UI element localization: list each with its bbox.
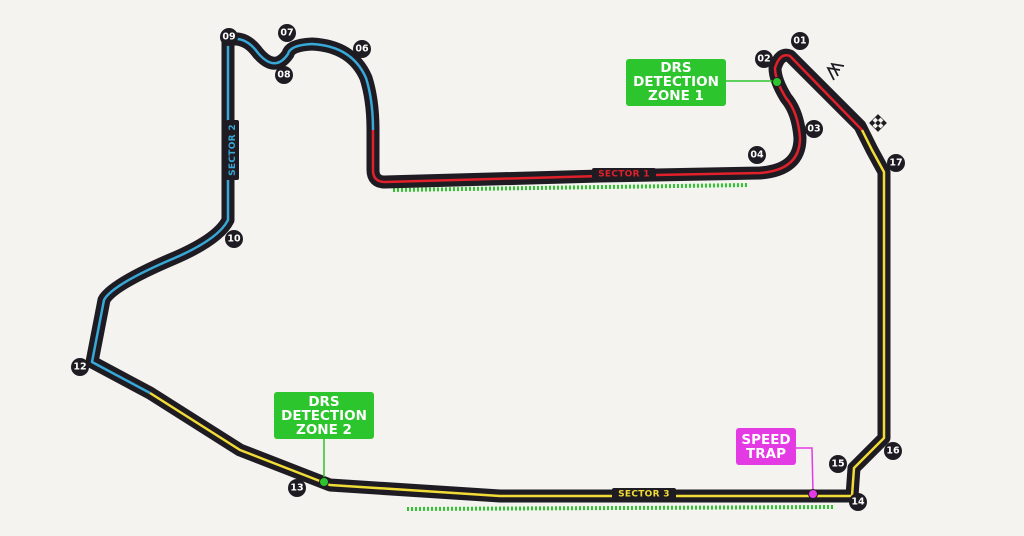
direction-chevrons-icon	[826, 62, 845, 81]
svg-text:12: 12	[73, 362, 86, 373]
svg-text:ZONE 1: ZONE 1	[648, 88, 704, 104]
turn-06-marker: 06	[353, 40, 371, 58]
svg-text:07: 07	[280, 28, 293, 39]
svg-text:02: 02	[757, 54, 770, 65]
chequered-flag-icon	[869, 114, 887, 132]
turn-12-marker: 12	[71, 358, 89, 376]
svg-text:03: 03	[807, 124, 820, 135]
svg-text:ZONE 2: ZONE 2	[296, 422, 352, 438]
svg-text:17: 17	[889, 158, 902, 169]
speed-trap-point	[808, 489, 818, 499]
svg-text:SPEED: SPEED	[741, 432, 790, 448]
turn-17-marker: 17	[887, 154, 905, 172]
svg-text:09: 09	[222, 32, 235, 43]
svg-text:SECTOR 1: SECTOR 1	[598, 170, 650, 180]
drs-zone-2-activation-dashes	[406, 505, 834, 511]
turn-14-marker: 14	[849, 493, 867, 511]
svg-text:SECTOR 3: SECTOR 3	[618, 490, 670, 500]
sector-3-label: SECTOR 3	[612, 488, 676, 501]
turn-13-marker: 13	[288, 479, 306, 497]
sector-1-label: SECTOR 1	[592, 168, 656, 181]
turn-08-marker: 08	[275, 66, 293, 84]
svg-text:06: 06	[355, 44, 369, 55]
sector-3-line	[149, 129, 886, 498]
svg-text:08: 08	[277, 70, 291, 81]
speed-trap-connector	[796, 447, 814, 494]
sector-2-line	[90, 37, 375, 395]
drs-zone-2-point	[319, 477, 329, 487]
turn-16-marker: 16	[884, 442, 902, 460]
drs-detection-zone-1-box: DRS DETECTION ZONE 1	[626, 59, 726, 106]
turn-04-marker: 04	[748, 146, 766, 164]
turn-01-marker: 01	[791, 32, 809, 50]
svg-text:DETECTION: DETECTION	[281, 408, 367, 424]
svg-text:04: 04	[750, 150, 764, 161]
svg-text:01: 01	[793, 36, 806, 47]
turn-07-marker: 07	[278, 24, 296, 42]
svg-text:DETECTION: DETECTION	[633, 74, 719, 90]
drs-detection-zone-2-box: DRS DETECTION ZONE 2	[274, 392, 374, 439]
turn-03-marker: 03	[805, 120, 823, 138]
svg-text:13: 13	[290, 483, 303, 494]
svg-text:15: 15	[831, 459, 844, 470]
turn-09-marker: 09	[220, 28, 238, 46]
svg-text:TRAP: TRAP	[746, 446, 786, 462]
turn-10-marker: 10	[225, 230, 243, 248]
drs-zone-1-point	[772, 77, 782, 87]
sector-1-line	[371, 54, 863, 184]
drs-zone-1-activation-dashes	[392, 183, 749, 192]
svg-text:SECTOR 2: SECTOR 2	[228, 124, 238, 176]
svg-text:10: 10	[227, 234, 241, 245]
turn-02-marker: 02	[755, 50, 773, 68]
svg-text:DRS: DRS	[308, 394, 339, 410]
svg-text:DRS: DRS	[660, 60, 691, 76]
turn-15-marker: 15	[829, 455, 847, 473]
svg-text:14: 14	[851, 497, 865, 508]
sector-2-label: SECTOR 2	[226, 120, 239, 180]
speed-trap-box: SPEED TRAP	[736, 428, 796, 465]
svg-text:16: 16	[886, 446, 900, 457]
